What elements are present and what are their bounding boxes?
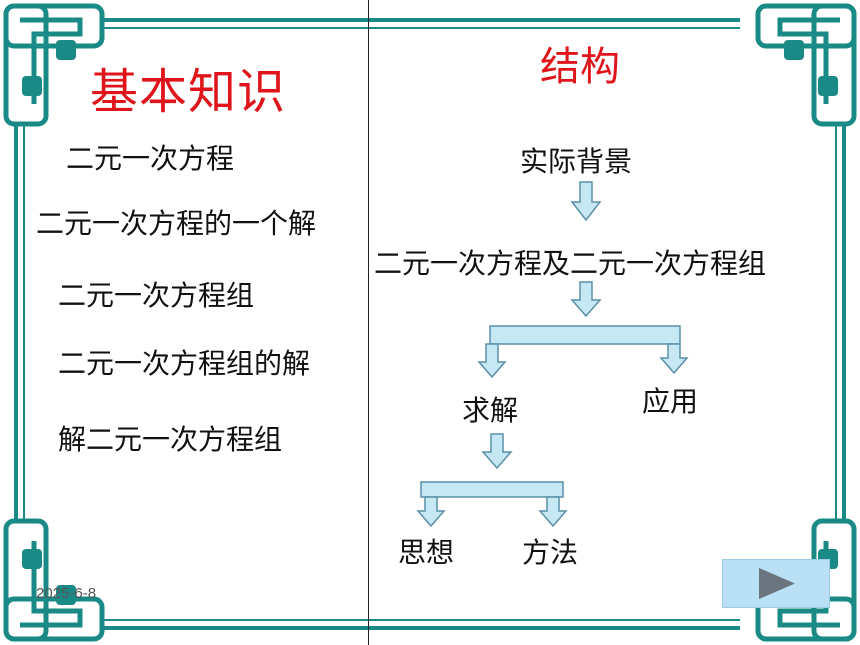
- frame-top-line-inner: [100, 27, 740, 29]
- frame-right-line: [842, 125, 846, 520]
- knowledge-item: 二元一次方程组的解: [58, 347, 311, 380]
- frame-left-line-inner: [23, 125, 25, 520]
- frame-left-line: [14, 125, 18, 520]
- down-arrow-icon: [481, 433, 513, 470]
- flow-node-thought: 思想: [398, 536, 455, 569]
- next-slide-button[interactable]: [722, 559, 830, 608]
- frame-right-line-inner: [835, 125, 837, 520]
- corner-ornament-bottom-left: [3, 518, 105, 642]
- flow-node-application: 应用: [642, 385, 699, 418]
- corner-ornament-top-right: [755, 3, 857, 127]
- down-arrow-icon: [477, 343, 507, 379]
- flow-node-equations: 二元一次方程及二元一次方程组: [374, 247, 767, 280]
- frame-bottom-line: [100, 626, 740, 630]
- flow-node-method: 方法: [522, 536, 579, 569]
- knowledge-item: 解二元一次方程组: [58, 423, 283, 456]
- down-arrow-icon: [570, 181, 602, 222]
- basic-knowledge-title: 基本知识: [90, 64, 287, 120]
- frame-bottom-line-inner: [100, 619, 740, 621]
- down-arrow-icon: [659, 343, 689, 375]
- column-divider: [368, 0, 369, 645]
- knowledge-item: 二元一次方程组: [58, 279, 255, 312]
- branch-bar: [420, 481, 564, 498]
- flow-node-background: 实际背景: [520, 145, 633, 178]
- slide-date: 2025-6-8: [36, 585, 97, 602]
- flow-node-solve: 求解: [462, 394, 519, 427]
- branch-bar: [489, 325, 681, 345]
- frame-top-line: [100, 18, 740, 22]
- knowledge-item: 二元一次方程: [66, 142, 235, 175]
- down-arrow-icon: [570, 281, 602, 318]
- play-triangle-icon: [759, 568, 795, 599]
- down-arrow-icon: [538, 496, 568, 528]
- down-arrow-icon: [416, 496, 446, 528]
- structure-title: 结构: [540, 44, 620, 90]
- knowledge-item: 二元一次方程的一个解: [36, 207, 317, 240]
- corner-ornament-top-left: [3, 3, 105, 127]
